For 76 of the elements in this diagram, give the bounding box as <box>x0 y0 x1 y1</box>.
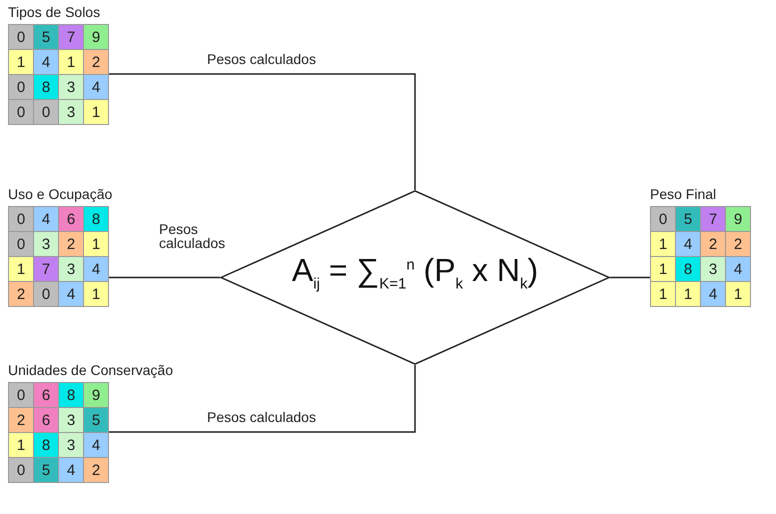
layer-title: Peso Final <box>650 186 716 202</box>
grid-cell: 4 <box>701 282 725 306</box>
grid-cell: 8 <box>59 383 83 407</box>
grid-cell: 0 <box>34 100 58 124</box>
grid-cell: 3 <box>34 232 58 256</box>
grid-cell: 2 <box>726 232 750 256</box>
grid-cell: 6 <box>59 207 83 231</box>
grid-cell: 5 <box>676 207 700 231</box>
grid-cell: 9 <box>84 25 108 49</box>
grid-cell: 8 <box>676 257 700 281</box>
grid-cell: 1 <box>84 232 108 256</box>
grid-cell: 0 <box>9 25 33 49</box>
formula: A$_{ij}$ = ∑$_{K=1}$$^{n}$ (P$_{k}$ x N$_{k}$) <box>290 252 540 292</box>
connector-line <box>107 365 416 433</box>
grid-cell: 2 <box>84 458 108 482</box>
grid-cell: 5 <box>34 458 58 482</box>
grid-cell: 0 <box>9 207 33 231</box>
grid-cell: 1 <box>9 433 33 457</box>
grid-cell: 0 <box>9 100 33 124</box>
grid-cell: 1 <box>726 282 750 306</box>
grid-cell: 3 <box>59 433 83 457</box>
grid-cell: 1 <box>84 100 108 124</box>
grid-cell: 6 <box>34 383 58 407</box>
grid-cell: 4 <box>59 458 83 482</box>
grid-cell: 3 <box>59 100 83 124</box>
grid-cell: 0 <box>9 383 33 407</box>
layer-title: Uso e Ocupação <box>8 186 112 202</box>
grid-cell: 6 <box>34 408 58 432</box>
connector-line <box>107 73 416 190</box>
grid-cell: 9 <box>726 207 750 231</box>
grid-cell: 2 <box>701 232 725 256</box>
grid-cell: 0 <box>9 232 33 256</box>
grid-cell: 1 <box>651 257 675 281</box>
grid-cell: 7 <box>701 207 725 231</box>
grid-cell: 4 <box>676 232 700 256</box>
grid-cell: 3 <box>59 257 83 281</box>
grid-cell: 4 <box>84 433 108 457</box>
grid-cell: 8 <box>34 433 58 457</box>
grid-cell: 1 <box>651 232 675 256</box>
connector-line <box>107 276 220 278</box>
edge-label: Pesos calculados <box>159 222 226 250</box>
grid-cell: 0 <box>9 75 33 99</box>
edge-label: Pesos calculados <box>207 52 316 66</box>
layer-title: Unidades de Conservação <box>8 362 173 378</box>
grid-cell: 0 <box>651 207 675 231</box>
grid-cell: 8 <box>34 75 58 99</box>
grid-cell: 4 <box>34 50 58 74</box>
grid-cell: 4 <box>34 207 58 231</box>
grid-cell: 1 <box>59 50 83 74</box>
grid-cell: 2 <box>84 50 108 74</box>
grid-cell: 4 <box>84 75 108 99</box>
grid-cell: 4 <box>84 257 108 281</box>
grid-cell: 4 <box>59 282 83 306</box>
grid-cell: 1 <box>9 257 33 281</box>
grid-cell: 1 <box>84 282 108 306</box>
grid-cell: 3 <box>59 408 83 432</box>
layer-title: Tipos de Solos <box>8 4 100 20</box>
grid-cell: 5 <box>84 408 108 432</box>
grid-cell: 2 <box>59 232 83 256</box>
grid-cell: 9 <box>84 383 108 407</box>
grid-cell: 8 <box>84 207 108 231</box>
grid-cell: 1 <box>9 50 33 74</box>
grid-cell: 1 <box>651 282 675 306</box>
grid-cell: 0 <box>9 458 33 482</box>
connector-line <box>610 276 650 278</box>
grid-cell: 0 <box>34 282 58 306</box>
edge-label: Pesos calculados <box>207 410 316 424</box>
grid-cell: 2 <box>9 282 33 306</box>
grid-cell: 2 <box>9 408 33 432</box>
grid-cell: 5 <box>34 25 58 49</box>
grid-cell: 3 <box>701 257 725 281</box>
grid-cell: 3 <box>59 75 83 99</box>
grid-cell: 1 <box>676 282 700 306</box>
grid-cell: 7 <box>34 257 58 281</box>
grid-cell: 4 <box>726 257 750 281</box>
grid-cell: 7 <box>59 25 83 49</box>
